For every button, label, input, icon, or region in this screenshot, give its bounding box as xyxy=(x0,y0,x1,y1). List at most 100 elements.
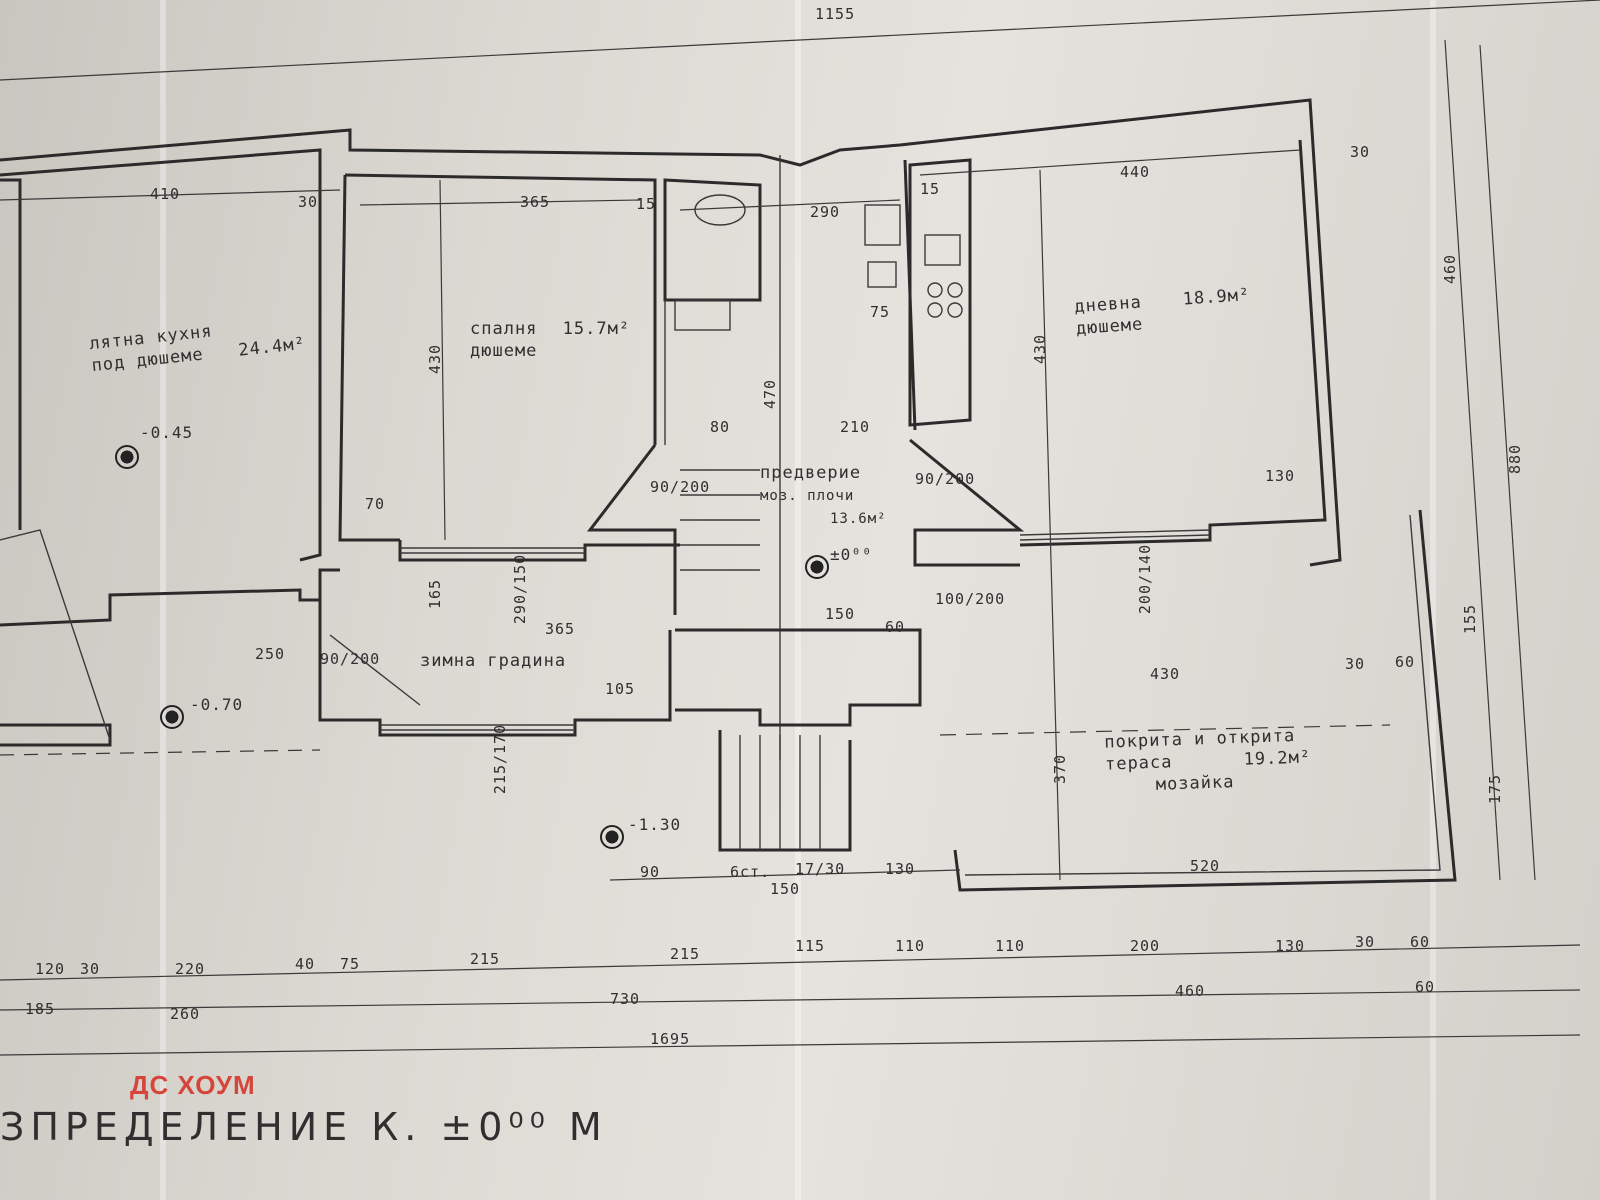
terrace-edge-inner xyxy=(964,514,1441,876)
level-marker-icon xyxy=(805,555,829,579)
paper-fold xyxy=(795,0,801,1200)
room-floor: мозайка xyxy=(1155,772,1235,795)
dim-label: 130 xyxy=(1275,937,1306,955)
room-area: 15.7м² xyxy=(562,319,631,339)
hob xyxy=(927,302,943,318)
hob xyxy=(947,282,963,298)
right-dim-line xyxy=(1444,39,1501,881)
left-dashed xyxy=(0,749,321,756)
dim-label: 365 xyxy=(520,193,551,211)
room-name: спалня xyxy=(470,319,538,339)
outer-wall-inner xyxy=(0,148,322,562)
level-garden: -0.70 xyxy=(190,695,244,714)
dim-label: 17/30 xyxy=(795,860,846,878)
room-area: 24.4м² xyxy=(237,333,307,361)
room-floor: дюшеме xyxy=(470,341,538,361)
hob xyxy=(947,302,963,318)
room-hall: предверие моз. плочи 13.6м² xyxy=(760,462,887,530)
dim-label: 130 xyxy=(1265,467,1296,485)
dim-label: 80 xyxy=(710,418,731,436)
bedroom-wall xyxy=(344,173,657,445)
vertical-dims xyxy=(439,169,1061,881)
dim-label: 30 xyxy=(80,960,101,978)
room-area: 18.9м² xyxy=(1182,284,1251,310)
room-name: зимна градина xyxy=(420,651,567,671)
dim-label: 440 xyxy=(1120,163,1151,181)
dim-label: 365 xyxy=(545,620,576,638)
dim-label: 215/170 xyxy=(491,723,510,795)
room-floor: дюшеме xyxy=(1075,314,1144,340)
outer-wall xyxy=(0,98,1342,567)
terrace-cover-line xyxy=(939,724,1391,736)
dim-label: 60 xyxy=(1415,978,1436,996)
dim-label: 155 xyxy=(1461,603,1480,635)
dim-label: 260 xyxy=(170,1005,201,1023)
dim-label: 30 xyxy=(1345,655,1366,673)
dim-label: 290 xyxy=(810,203,841,221)
bottom-dim-row2 xyxy=(0,989,1581,1011)
level-marker-icon xyxy=(115,445,139,469)
steps-outline xyxy=(718,730,852,852)
dim-label: 430 xyxy=(1031,333,1050,365)
plan-title: ЗПРЕДЕЛЕНИЕ К. ±0⁰⁰ М xyxy=(0,1105,608,1149)
living-wall-right xyxy=(1019,139,1327,547)
level-entry: ±0⁰⁰ xyxy=(830,545,873,564)
level-marker-icon xyxy=(600,825,624,849)
fridge xyxy=(867,261,897,288)
dim-label: 185 xyxy=(25,1000,56,1018)
dim-label: 520 xyxy=(1190,857,1221,875)
sink xyxy=(924,234,961,266)
dim-label: 175 xyxy=(1486,773,1505,805)
level-kitchen: -0.45 xyxy=(140,423,194,442)
bottom-dim-row3 xyxy=(0,1034,1581,1056)
dim-label: 410 xyxy=(150,185,181,203)
dim-label: 215 xyxy=(670,945,701,963)
dim-label: 115 xyxy=(795,937,826,955)
kitchen-counter xyxy=(908,158,972,427)
room-name: дневна xyxy=(1073,292,1143,318)
room-winter-garden: зимна градина xyxy=(420,650,566,672)
dim-label: 30 xyxy=(1355,933,1376,951)
staircase xyxy=(680,469,760,571)
toilet xyxy=(694,194,746,226)
dim-label: 15 xyxy=(636,195,657,213)
dim-label: 120 xyxy=(35,960,66,978)
dim-label: 460 xyxy=(1441,253,1460,285)
dim-label: 90 xyxy=(640,863,661,881)
step-lines xyxy=(739,735,821,850)
hob xyxy=(927,282,943,298)
dim-label: 430 xyxy=(1150,665,1181,683)
paper-fold xyxy=(1430,0,1436,1200)
dim-label: 90/200 xyxy=(650,478,711,496)
terrace-line2: тераса xyxy=(1104,752,1173,775)
room-area: 19.2м² xyxy=(1243,747,1312,770)
bathroom xyxy=(663,178,762,302)
level-stairs: -1.30 xyxy=(628,815,682,834)
window xyxy=(380,724,575,731)
hall-wall-right xyxy=(909,438,1025,567)
room-summer-kitchen: лятна кухня под дюшеме 24.4м² xyxy=(88,321,307,376)
dim-label: 90/200 xyxy=(320,650,381,668)
door-swing xyxy=(329,634,421,706)
dim-label: 30 xyxy=(1350,143,1371,161)
room-floor: моз. плочи xyxy=(760,488,855,504)
dim-label: 15 xyxy=(920,180,941,198)
left-diagonal xyxy=(0,529,111,741)
dim-label: 75 xyxy=(340,955,361,973)
window xyxy=(1019,529,1211,541)
terrace-edge xyxy=(953,509,1457,892)
living-wall xyxy=(903,159,917,431)
hall-wall xyxy=(586,444,677,615)
dim-label: 70 xyxy=(365,495,386,513)
dim-label: 430 xyxy=(426,343,445,375)
top-dim-line xyxy=(0,0,1600,81)
dim-label: 60 xyxy=(885,618,906,636)
watermark-logo: ДС ХОУМ xyxy=(130,1070,256,1100)
room-living: дневна 18.9м² дюшеме xyxy=(1073,285,1251,339)
stove xyxy=(864,204,901,246)
left-walls xyxy=(0,588,320,627)
paper-fold xyxy=(160,0,166,1200)
left-steps xyxy=(0,723,112,747)
bedroom-wall-left xyxy=(338,174,400,542)
